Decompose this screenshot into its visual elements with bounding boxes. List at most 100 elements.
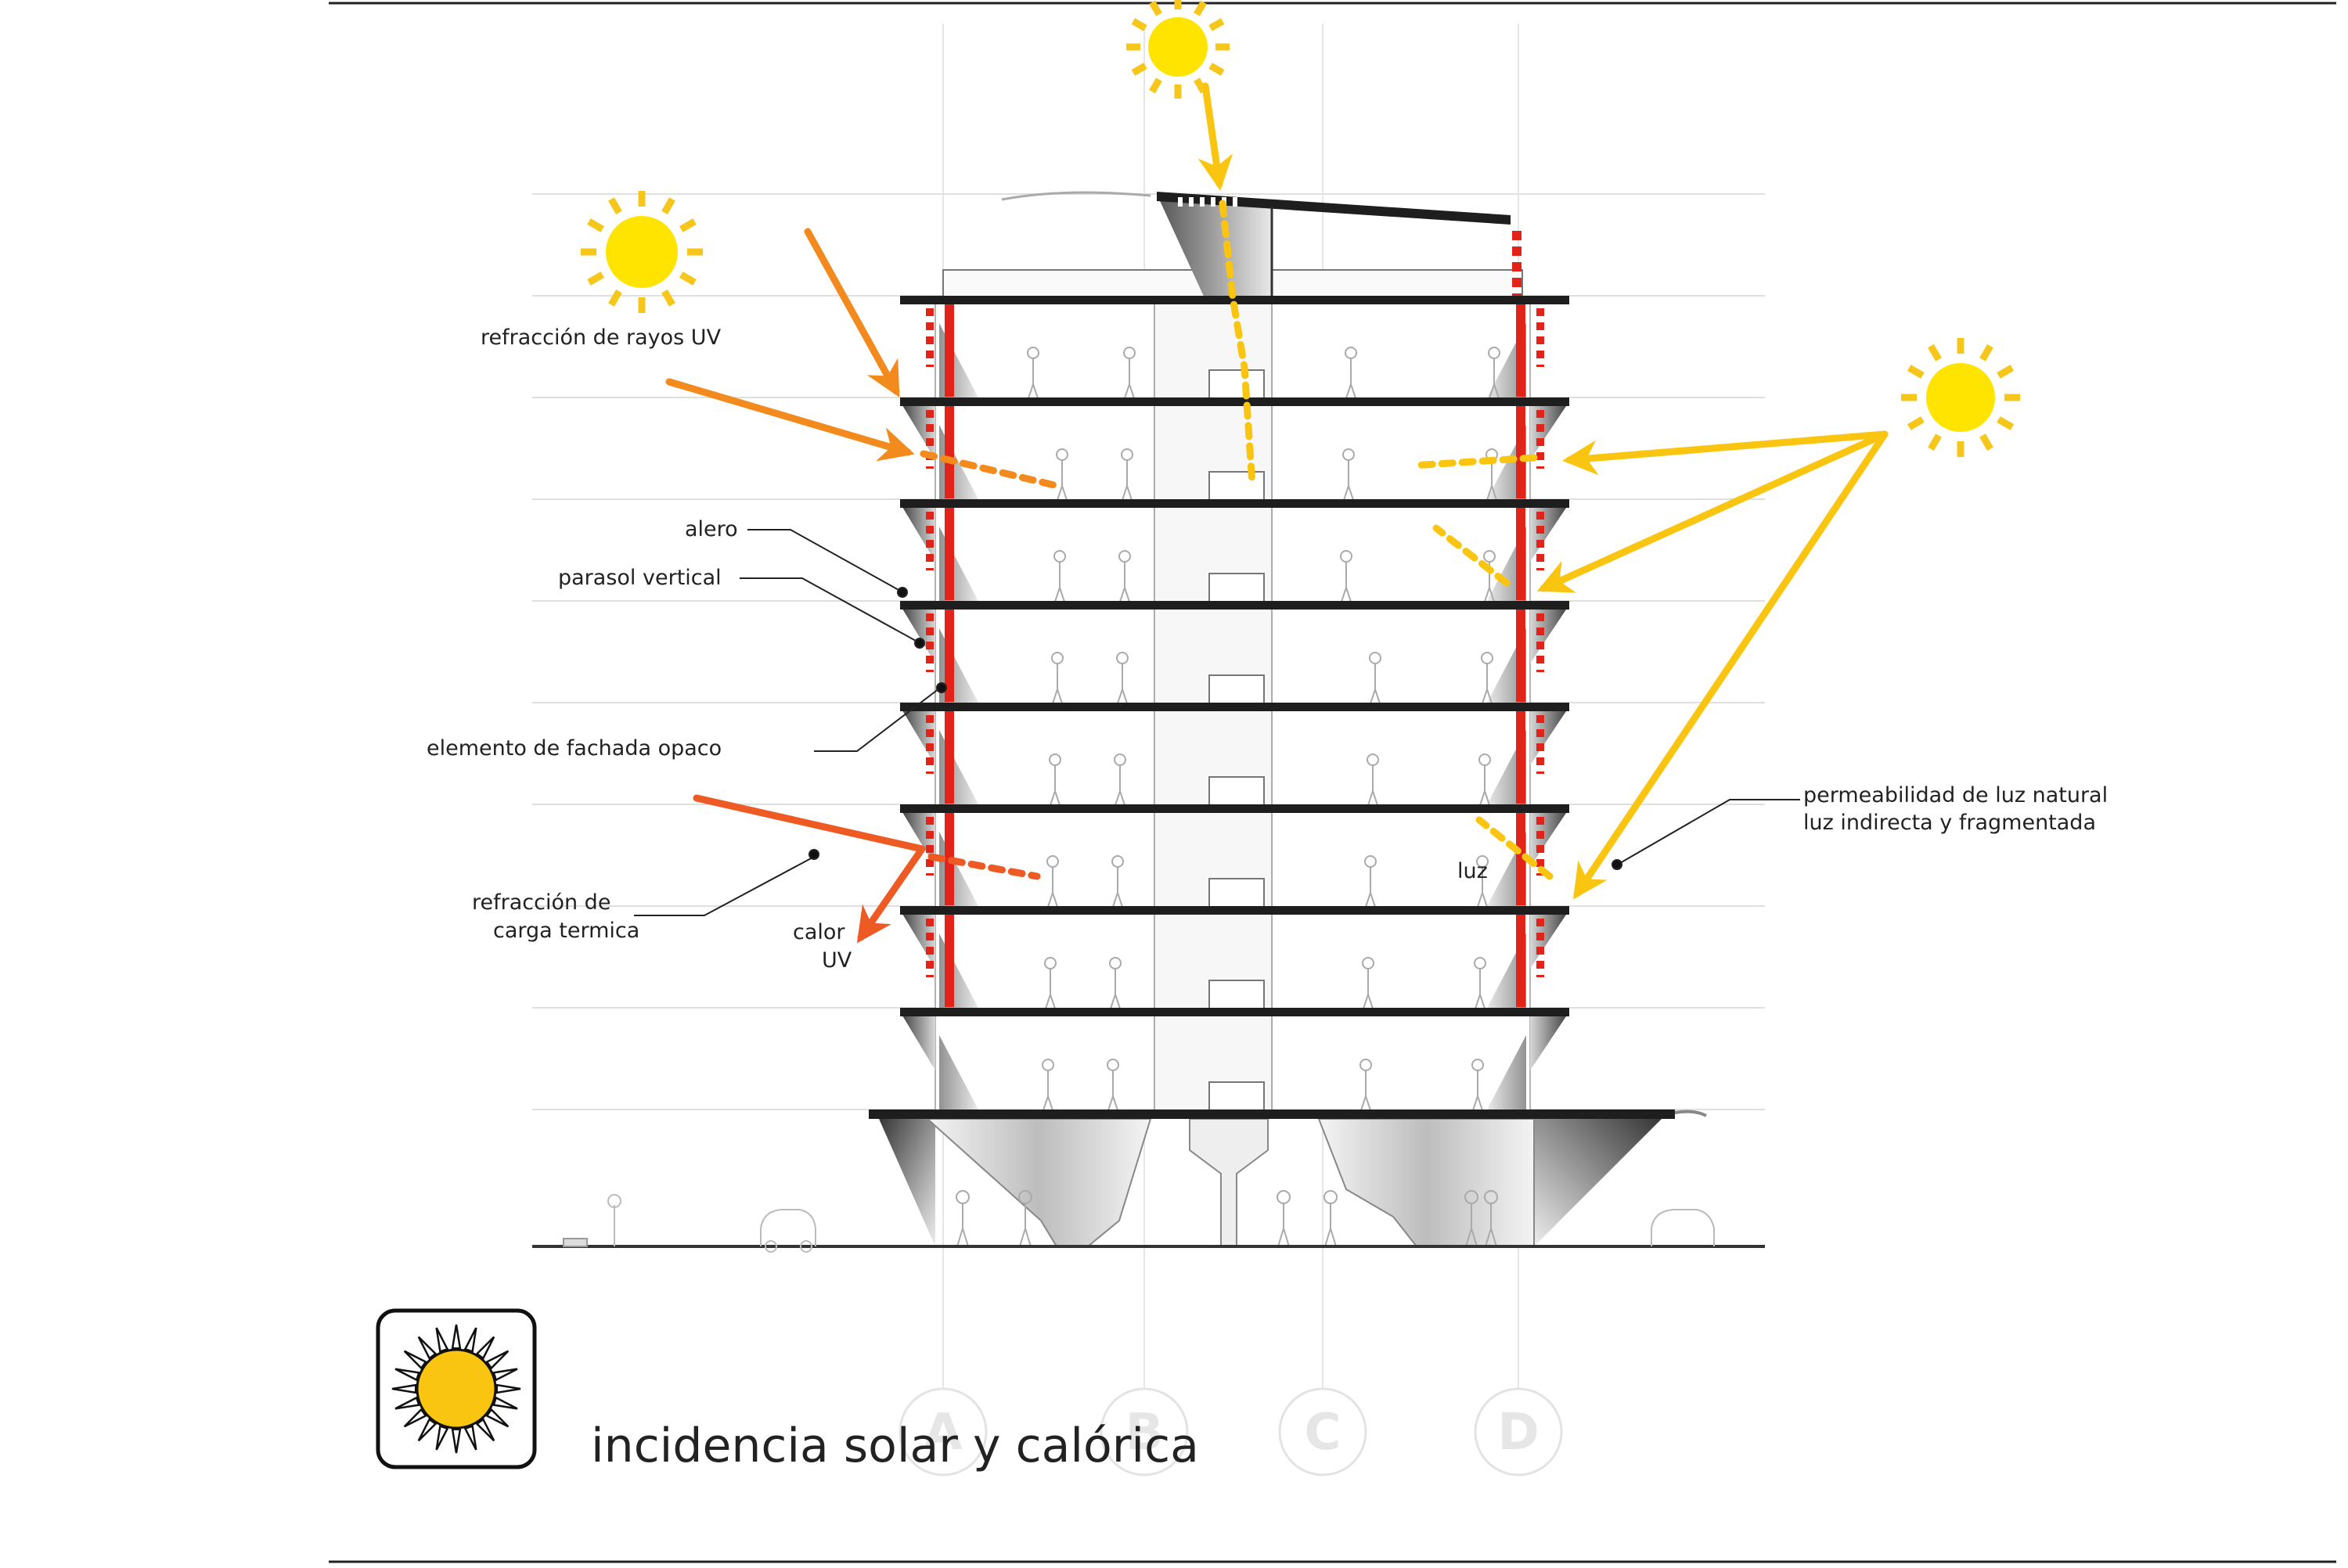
uv-arrow-lower [665,378,915,462]
person-silhouette [1123,347,1136,399]
sun-disc [606,216,678,288]
uv-refracted-dotted [920,450,1064,491]
eave-right [1530,910,1569,969]
person-silhouette [1107,1059,1119,1111]
sun-ray [661,197,675,215]
light-arrow-2 [1536,430,1889,593]
sun-ray [1997,365,2015,379]
label-heat-line1: calor [793,920,845,944]
floor-space-left [935,502,1155,606]
sun-ray [394,1368,420,1382]
podium-glass-right [1317,1118,1535,1247]
sun-disc [1926,363,1995,432]
sun-ray [403,1350,427,1370]
core-stair-landing [1208,471,1265,504]
person-silhouette [1340,550,1352,602]
podium-canopy-edge [1674,1109,1707,1117]
sun-disc [416,1348,497,1430]
person-silhouette [1362,957,1374,1009]
skylight-ray-dotted [1219,200,1256,489]
street-entourage [607,1194,1715,1253]
legend-title: incidencia solar y calórica [591,1419,1199,1473]
person-silhouette [1056,448,1068,501]
podium-core-column [1189,1118,1269,1247]
person-silhouette [1478,753,1491,806]
person-silhouette [1027,347,1039,399]
leader-lines [634,529,1800,916]
person-silhouette [1042,1059,1054,1111]
sun-icon-left [581,191,703,313]
person-silhouette [1121,448,1133,501]
person-silhouette [1049,753,1061,806]
sun-ray [1131,63,1147,76]
heat-arrow-incoming [693,794,926,853]
sun-ray [1208,18,1225,31]
structure-column-left [945,711,954,804]
core-stair-landing [1208,674,1265,707]
skylight-louver [1178,197,1183,207]
sun-ray [451,1324,462,1350]
sun-ray [417,1336,438,1360]
sun-icon [391,1324,521,1454]
legend: incidencia solar y calórica [376,1308,1199,1473]
light-arrow-3 [1572,430,1889,900]
sun-ray [394,1396,420,1410]
floor-space-right [1271,502,1531,606]
sun-ray [435,1327,449,1353]
floor-slab [900,703,1569,711]
sun-ray [1928,343,1942,361]
floor-space-right [1271,1011,1531,1114]
roof-canopy [1001,191,1151,201]
core-stair-landing [1208,369,1265,402]
core-stair-landing [1208,980,1265,1012]
sun-ray [679,218,697,232]
sun-ray [661,289,675,307]
person-silhouette [1367,753,1379,806]
core-stair-landing [1208,776,1265,809]
ground-line [532,1238,1765,1248]
person-silhouette [1464,1190,1478,1247]
axis-marker-circle [1100,1387,1189,1476]
label-light: luz [1457,859,1488,883]
sun-ray [1979,343,1993,361]
floor-slab [900,296,1569,304]
person-silhouette [1116,652,1129,704]
eave-right [1530,707,1569,765]
axis-marker-letter: A [924,1404,963,1462]
label-thermal-refraction-line2: carga termica [493,919,639,943]
label-thermal-refraction-line1: refracción de [472,890,610,915]
sun-ray [1907,416,1925,430]
axis-marker-circle [1278,1387,1367,1476]
skylight-ray-arrow [1197,82,1233,191]
person-silhouette [1359,1059,1372,1111]
sun-ray [1194,0,1207,16]
sun-ray [587,218,605,232]
person-silhouette [1109,957,1122,1009]
person-silhouette [1488,347,1500,399]
sun-ray [1131,18,1147,31]
skylight-void [1157,194,1272,300]
sun-ray [475,1336,495,1360]
structure-column-left [945,610,954,702]
person-silhouette [1476,855,1489,908]
person-silhouette [956,1190,970,1247]
sun-ray [485,1408,510,1428]
floor-space-right [1271,909,1531,1012]
interior-shadow [939,1035,978,1109]
podium-cantilever-left [877,1113,935,1246]
podium-cantilever-right [1534,1113,1667,1246]
structure-column-left [945,508,954,600]
eave-right [1530,808,1569,867]
heat-arrow-reflected [856,845,926,944]
sun-ray [608,197,622,215]
uv-arrow-upper [804,228,900,397]
label-vertical-sunshade: parasol vertical [558,566,722,590]
eave-right [1530,401,1569,460]
core-stair-landing [1208,573,1265,606]
sun-ray [492,1368,518,1382]
person-silhouette [1051,652,1064,704]
sun-ray [451,1428,462,1454]
